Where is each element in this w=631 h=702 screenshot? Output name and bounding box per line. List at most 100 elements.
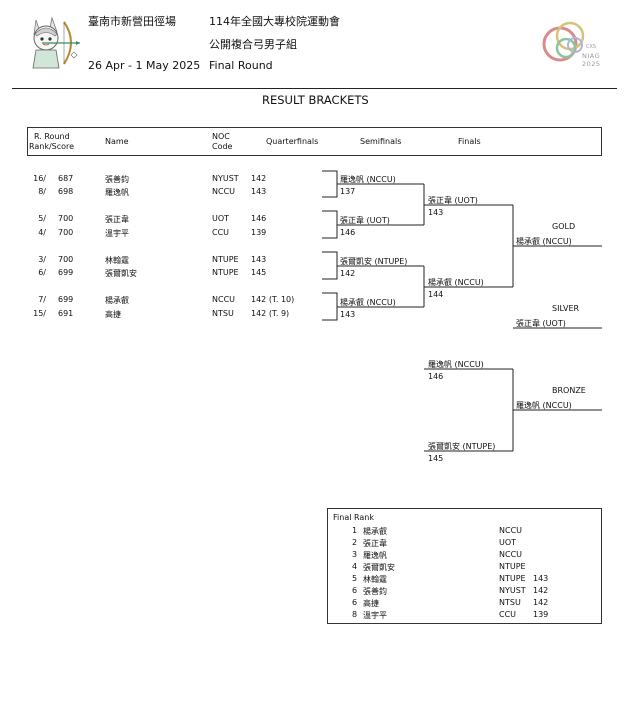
rank-noc: NTUPE bbox=[499, 562, 526, 571]
dates: 26 Apr - 1 May 2025 bbox=[88, 59, 201, 72]
semifinal-name: 楊承叡 (NCCU) bbox=[340, 298, 396, 307]
entrant-qf-score: 142 (T. 9) bbox=[251, 309, 290, 318]
entrant-qf-score: 143 bbox=[251, 187, 267, 196]
final-rank-row: 1 楊承叡 NCCU bbox=[0, 526, 631, 537]
rank-score: 139 bbox=[533, 610, 549, 619]
col-noc-1: NOC bbox=[212, 132, 230, 141]
games-rings-icon bbox=[542, 21, 585, 62]
rank-position: 4 bbox=[352, 562, 358, 571]
rank-noc: NTSU bbox=[499, 598, 521, 607]
final-rank-row: 3 羅逸帆 NCCU bbox=[0, 550, 631, 561]
final-name: 張正韋 (UOT) bbox=[428, 196, 478, 205]
entrant-rank: 3/ bbox=[38, 255, 46, 264]
entrant-noc: NYUST bbox=[212, 174, 239, 183]
entrant-row: 5/ 700 張正韋 UOT 146 bbox=[0, 214, 330, 226]
rank-noc: CCU bbox=[499, 610, 517, 619]
entrant-score: 700 bbox=[58, 228, 74, 237]
entrant-noc: NTSU bbox=[212, 309, 234, 318]
entrant-noc: NTUPE bbox=[212, 268, 239, 277]
final-rank-row: 6 張善鈞 NYUST 142 bbox=[0, 586, 631, 597]
final-rank-row: 4 張爾凱安 NTUPE bbox=[0, 562, 631, 573]
entrant-row: 16/ 687 張善鈞 NYUST 142 bbox=[0, 174, 330, 186]
silver-label: SILVER bbox=[552, 304, 580, 313]
logo-text-1: CXS bbox=[586, 44, 597, 50]
semifinal-name: 張正韋 (UOT) bbox=[340, 216, 390, 225]
logo-text-2: NIAG bbox=[582, 52, 601, 60]
rank-noc: NCCU bbox=[499, 526, 523, 535]
final-rank-title: Final Rank bbox=[333, 513, 374, 522]
col-finals: Finals bbox=[458, 137, 481, 146]
entrant-rank: 7/ bbox=[38, 295, 46, 304]
entrant-name: 林翰霆 bbox=[105, 256, 129, 265]
final-rank-row: 8 溫宇平 CCU 139 bbox=[0, 610, 631, 621]
entrant-rank: 15/ bbox=[33, 309, 46, 318]
mascot-archer-icon bbox=[32, 16, 80, 69]
entrant-qf-score: 139 bbox=[251, 228, 267, 237]
semifinal-score: 146 bbox=[340, 228, 356, 237]
rank-score: 143 bbox=[533, 574, 549, 583]
rank-name: 高捷 bbox=[363, 599, 379, 608]
entrant-noc: NTUPE bbox=[212, 255, 239, 264]
entrant-score: 691 bbox=[58, 309, 74, 318]
final-rank-row: 6 高捷 NTSU 142 bbox=[0, 598, 631, 609]
rank-name: 張善鈞 bbox=[363, 587, 387, 596]
games-logo: CXS NIAG 2025 bbox=[540, 18, 606, 72]
bronze-match-name: 張爾凱安 (NTUPE) bbox=[428, 442, 496, 451]
entrant-row: 3/ 700 林翰霆 NTUPE 143 bbox=[0, 255, 330, 267]
rank-name: 林翰霆 bbox=[363, 575, 387, 584]
entrant-score: 700 bbox=[58, 214, 74, 223]
entrant-qf-score: 142 (T. 10) bbox=[251, 295, 295, 304]
entrant-score: 700 bbox=[58, 255, 74, 264]
entrant-row: 6/ 699 張爾凱安 NTUPE 145 bbox=[0, 268, 330, 280]
bronze-match-name: 羅逸帆 (NCCU) bbox=[428, 360, 484, 369]
event-title: 114年全國大專校院運動會 bbox=[209, 15, 340, 28]
silver-winner: 張正韋 (UOT) bbox=[516, 319, 566, 328]
entrant-qf-score: 142 bbox=[251, 174, 267, 183]
rank-noc: UOT bbox=[499, 538, 517, 547]
col-name: Name bbox=[105, 137, 129, 146]
bronze-match-score: 146 bbox=[428, 372, 444, 381]
rank-position: 6 bbox=[352, 598, 358, 607]
entrant-noc: CCU bbox=[212, 228, 230, 237]
final-score: 144 bbox=[428, 290, 444, 299]
rank-noc: NYUST bbox=[499, 586, 526, 595]
venue: 臺南市新營田徑場 bbox=[88, 15, 176, 28]
entrant-row: 15/ 691 高捷 NTSU 142 (T. 9) bbox=[0, 309, 330, 321]
col-noc-2: Code bbox=[212, 142, 233, 151]
semifinal-name: 羅逸帆 (NCCU) bbox=[340, 175, 396, 184]
page-title: RESULT BRACKETS bbox=[262, 93, 369, 107]
rank-score: 142 bbox=[533, 586, 549, 595]
final-name: 楊承叡 (NCCU) bbox=[428, 278, 484, 287]
col-semifinals: Semifinals bbox=[360, 137, 402, 146]
semifinal-score: 137 bbox=[340, 187, 356, 196]
entrant-name: 羅逸帆 bbox=[105, 188, 129, 197]
rank-position: 5 bbox=[352, 574, 358, 583]
entrant-name: 高捷 bbox=[105, 310, 121, 319]
entrant-score: 699 bbox=[58, 268, 74, 277]
entrant-noc: NCCU bbox=[212, 187, 236, 196]
header-divider bbox=[12, 88, 617, 89]
rank-position: 3 bbox=[352, 550, 358, 559]
rank-name: 楊承叡 bbox=[363, 527, 387, 536]
gold-winner: 楊承叡 (NCCU) bbox=[516, 237, 572, 246]
entrant-name: 張善鈞 bbox=[105, 175, 129, 184]
rank-score: 142 bbox=[533, 598, 549, 607]
entrant-qf-score: 145 bbox=[251, 268, 267, 277]
semifinal-score: 143 bbox=[340, 310, 356, 319]
semifinal-score: 142 bbox=[340, 269, 356, 278]
entrant-name: 張爾凱安 bbox=[105, 269, 137, 278]
rank-position: 1 bbox=[352, 526, 358, 535]
col-rank-2: Rank/Score bbox=[29, 142, 75, 151]
rank-noc: NCCU bbox=[499, 550, 523, 559]
rank-position: 2 bbox=[352, 538, 358, 547]
round-name: Final Round bbox=[209, 59, 273, 72]
rank-position: 8 bbox=[352, 610, 358, 619]
entrant-row: 8/ 698 羅逸帆 NCCU 143 bbox=[0, 187, 330, 199]
entrant-qf-score: 146 bbox=[251, 214, 267, 223]
entrant-score: 687 bbox=[58, 174, 74, 183]
rank-name: 溫宇平 bbox=[363, 611, 387, 620]
bronze-winner: 羅逸帆 (NCCU) bbox=[516, 401, 572, 410]
bronze-label: BRONZE bbox=[552, 386, 586, 395]
col-rank-1: R. Round bbox=[34, 132, 70, 141]
